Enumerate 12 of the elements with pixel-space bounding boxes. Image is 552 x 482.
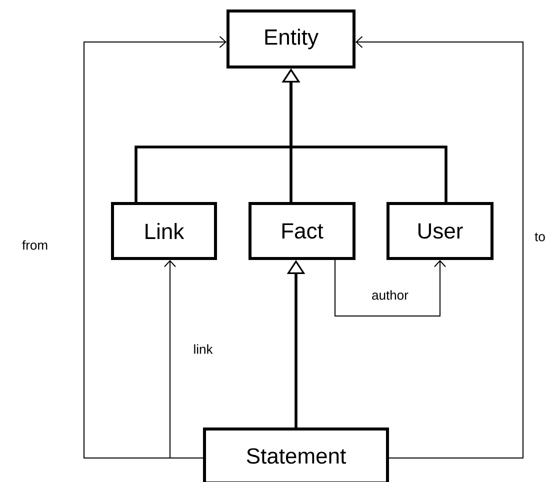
class-box: Fact: [248, 202, 356, 260]
edge-label: link: [192, 343, 214, 355]
edge-label: from: [21, 239, 49, 251]
arrow: [84, 36, 226, 458]
edge-label: author: [370, 289, 410, 301]
class-box: User: [386, 202, 494, 260]
class-box: Entity: [226, 10, 356, 68]
arrow: [356, 36, 524, 458]
arrow: [334, 260, 446, 316]
class-box: Statement: [203, 427, 389, 482]
class-box: Link: [111, 202, 217, 260]
edge-label: to: [534, 232, 546, 242]
